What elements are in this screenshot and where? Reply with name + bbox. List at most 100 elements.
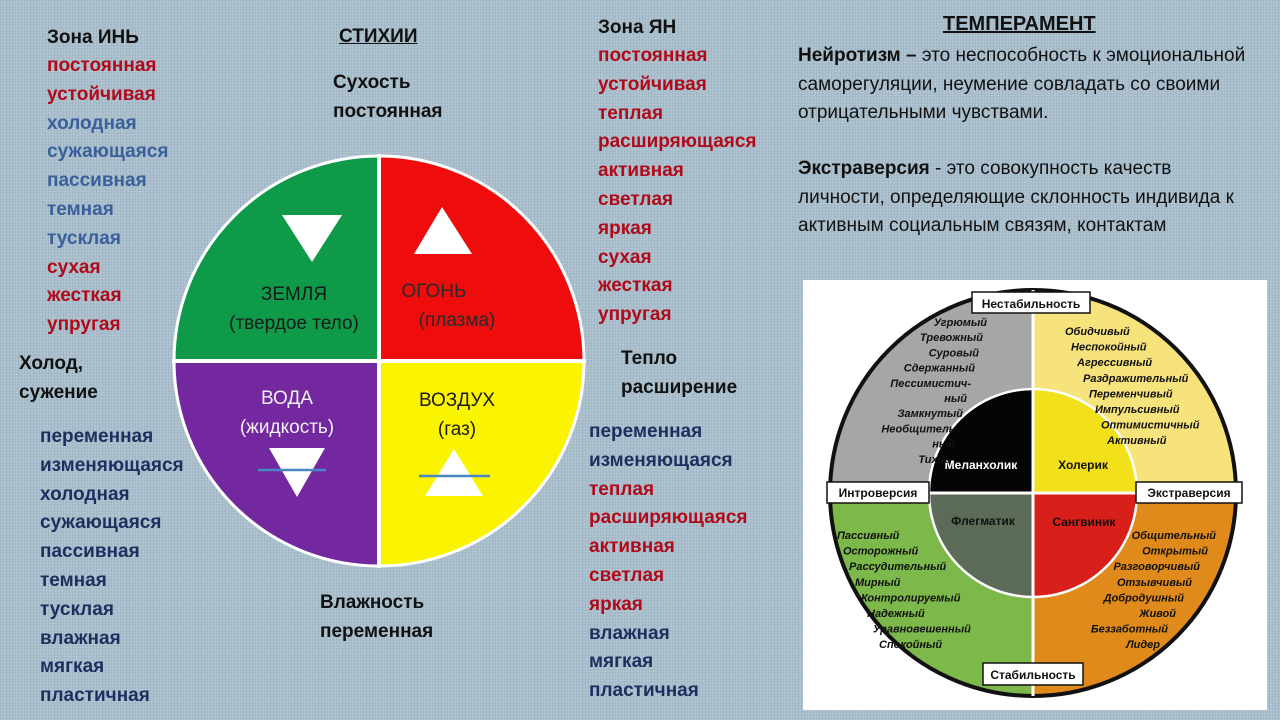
trait-word: сухая xyxy=(598,246,652,268)
trait-word: изменяющаяся xyxy=(40,454,184,476)
temperament-trait: Пессимистич- xyxy=(890,378,971,390)
cold-label-line1: Холод, xyxy=(19,353,84,374)
trait-word: мягкая xyxy=(589,651,654,673)
trait-word: холодная xyxy=(40,483,130,505)
temperament-trait: Неспокойный xyxy=(1071,342,1147,354)
trait-word: устойчивая xyxy=(47,83,156,105)
extraversion-definition: Экстраверсия - это совокупность качеств … xyxy=(798,155,1258,241)
extraversion-term: Экстраверсия xyxy=(798,158,930,179)
temperament-trait: Общительный xyxy=(1132,530,1217,542)
trait-word: тусклая xyxy=(47,227,121,249)
temperament-trait: Необщитель- xyxy=(881,423,959,435)
trait-word: тусклая xyxy=(40,598,114,620)
trait-word: активная xyxy=(598,160,684,182)
temperament-trait: Лидер xyxy=(1125,639,1160,651)
trait-word: пластичная xyxy=(589,680,699,702)
temperament-trait: Суровый xyxy=(929,347,980,359)
temperament-trait: Импульсивный xyxy=(1095,404,1180,416)
trait-word: светлая xyxy=(598,188,674,210)
extraversion-text: - это совокупность качеств личности, опр… xyxy=(798,158,1234,236)
temperament-trait: Тихий xyxy=(918,454,951,466)
temperament-trait: Спокойный xyxy=(879,639,942,651)
trait-word: темная xyxy=(47,198,114,220)
temperament-trait: Раздражительный xyxy=(1083,373,1189,385)
temperament-title: ТЕМПЕРАМЕНТ xyxy=(943,13,1096,35)
dryness-label-line1: Сухость xyxy=(333,72,411,93)
phlegmatic-traits: ПассивныйОсторожныйРассудительныйМирныйК… xyxy=(837,530,971,651)
temperament-trait: Отзывчивый xyxy=(1117,577,1192,589)
temperament-trait: Беззаботный xyxy=(1091,624,1168,636)
trait-word: жесткая xyxy=(598,275,673,297)
temperament-trait: Добродушный xyxy=(1103,592,1185,604)
air-sub: (газ) xyxy=(438,419,476,440)
water-sub: (жидкость) xyxy=(240,417,334,438)
sanguine-label: Сангвиник xyxy=(1052,515,1116,529)
axis-label-stable: Стабильность xyxy=(990,668,1075,682)
neuroticism-text: это неспособность к эмоциональной саморе… xyxy=(798,45,1246,123)
air-symbol-icon xyxy=(425,449,483,496)
trait-word: яркая xyxy=(598,217,652,239)
temperament-trait: Контролируемый xyxy=(861,592,961,604)
trait-word: сухая xyxy=(47,256,101,278)
trait-word: пассивная xyxy=(40,541,140,563)
trait-word: влажная xyxy=(40,627,121,649)
temperament-trait: Живой xyxy=(1138,608,1176,620)
fire-name: ОГОНЬ xyxy=(402,281,467,302)
temperament-trait: Уравновешенный xyxy=(873,624,971,636)
warm-label-line2: расширение xyxy=(621,377,738,398)
trait-word: постоянная xyxy=(47,55,157,76)
temperament-trait: Переменчивый xyxy=(1089,388,1173,400)
temperament-trait: Сдержанный xyxy=(904,363,975,375)
humidity-label-line2: переменная xyxy=(320,621,434,642)
fire-symbol-icon xyxy=(414,207,472,254)
trait-word: сужающаяся xyxy=(47,141,169,163)
humidity-label-line1: Влажность xyxy=(320,592,425,613)
axis-label-extraversion: Экстраверсия xyxy=(1147,486,1230,500)
temperament-trait: Обидчивый xyxy=(1065,326,1130,338)
temperament-circle-chart: Меланхолик Холерик Флегматик Сангвиник Н… xyxy=(826,288,1243,698)
trait-word: переменная xyxy=(40,426,154,447)
temperament-trait: Тревожный xyxy=(920,332,983,344)
yin-zone-title: Зона ИНЬ xyxy=(47,27,139,48)
trait-word: переменная xyxy=(589,421,703,442)
neuroticism-term: Нейротизм – xyxy=(798,45,917,66)
temperament-trait: Разговорчивый xyxy=(1113,561,1200,573)
temperament-trait: Замкнутый xyxy=(897,408,963,420)
temperament-trait: Угрюмый xyxy=(934,317,988,329)
trait-word: пластичная xyxy=(40,685,150,707)
air-name: ВОЗДУХ xyxy=(419,390,495,411)
temperament-trait: Агрессивный xyxy=(1076,357,1152,369)
trait-word: темная xyxy=(40,569,107,591)
trait-word: жесткая xyxy=(47,285,122,307)
choleric-label: Холерик xyxy=(1058,458,1109,472)
yang-lower-trait-list: переменная изменяющаяся теплая расширяющаяс… xyxy=(589,418,748,706)
water-symbol-icon xyxy=(269,448,325,497)
sanguine-traits: ОбщительныйОткрытыйРазговорчивыйОтзывчив… xyxy=(1091,530,1216,651)
melancholic-label: Меланхолик xyxy=(945,458,1019,472)
trait-word: устойчивая xyxy=(598,73,707,95)
trait-word: светлая xyxy=(589,564,665,586)
temperament-trait: Мирный xyxy=(855,577,901,589)
neuroticism-definition: Нейротизм – это неспособность к эмоциона… xyxy=(798,42,1258,128)
trait-word: влажная xyxy=(589,622,670,644)
trait-word: холодная xyxy=(47,112,137,134)
trait-word: изменяющаяся xyxy=(589,449,733,471)
earth-name: ЗЕМЛЯ xyxy=(261,284,327,305)
yang-zone-title: Зона ЯН xyxy=(598,17,677,38)
trait-word: сужающаяся xyxy=(40,512,162,534)
temperament-trait: Активный xyxy=(1106,435,1167,447)
trait-word: теплая xyxy=(589,478,655,500)
temperament-trait: Надежный xyxy=(867,608,925,620)
elements-wheel: ЗЕМЛЯ (твердое тело) ОГОНЬ (плазма) ВОДА… xyxy=(172,154,586,568)
axis-label-unstable: Нестабильность xyxy=(982,297,1081,311)
trait-word: упругая xyxy=(47,314,121,336)
fire-sub: (плазма) xyxy=(419,310,496,331)
phlegmatic-label: Флегматик xyxy=(951,514,1016,528)
warm-label-line1: Тепло xyxy=(621,348,678,369)
yin-lower-trait-list: переменная изменяющаяся холодная сужающаяся… xyxy=(40,423,184,711)
earth-symbol-icon xyxy=(282,215,342,262)
trait-word: расширяющаяся xyxy=(589,507,748,529)
temperament-trait: Открытый xyxy=(1142,546,1208,558)
